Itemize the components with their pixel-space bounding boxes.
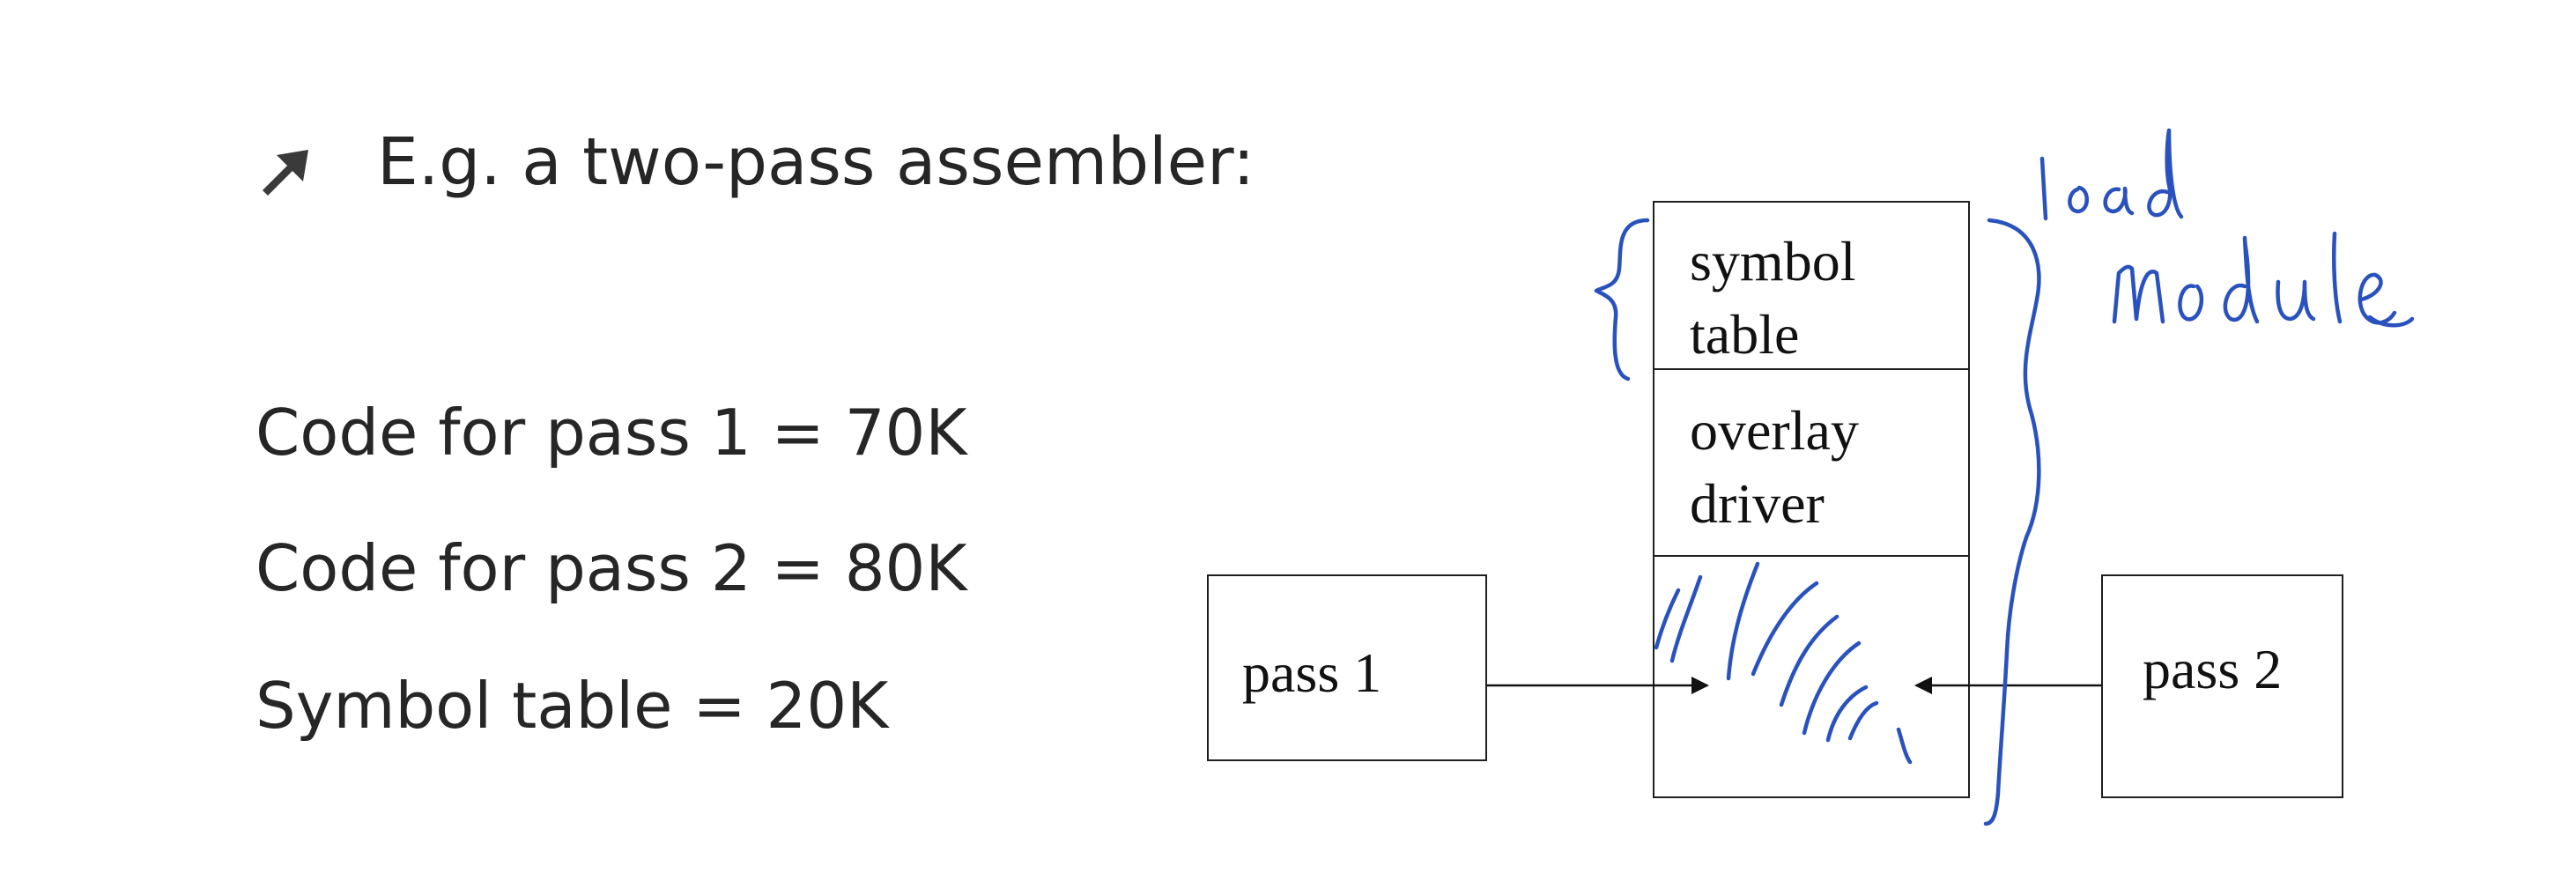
symbol-table-label: symbol table [1690,230,1856,366]
overlay-driver-label: overlay driver [1690,399,1859,536]
memory-stack [1653,201,1970,798]
pass2-label: pass 2 [2143,638,2283,700]
diagonal-arrow-bullet-icon [263,150,308,196]
stack-divider-2 [1654,555,1968,557]
right-brace-mark [1983,218,2041,826]
pass1-box [1207,574,1487,761]
handwritten-module [2112,231,2415,328]
pass1-label: pass 1 [1242,641,1382,704]
hatch-marks [1654,561,1913,765]
stack-divider-1 [1654,368,1968,370]
pass2-box [2101,574,2343,798]
handwritten-load [2039,128,2184,221]
left-brace-mark [1594,218,1650,381]
stat-pass2-size: Code for pass 2 = 80K [255,531,967,605]
stat-symbol-table-size: Symbol table = 20K [255,669,889,743]
handwritten-annotations [1594,128,2415,826]
stat-pass1-size: Code for pass 1 = 70K [255,396,967,470]
bullet-text: E.g. a two-pass assembler: [377,124,1255,200]
